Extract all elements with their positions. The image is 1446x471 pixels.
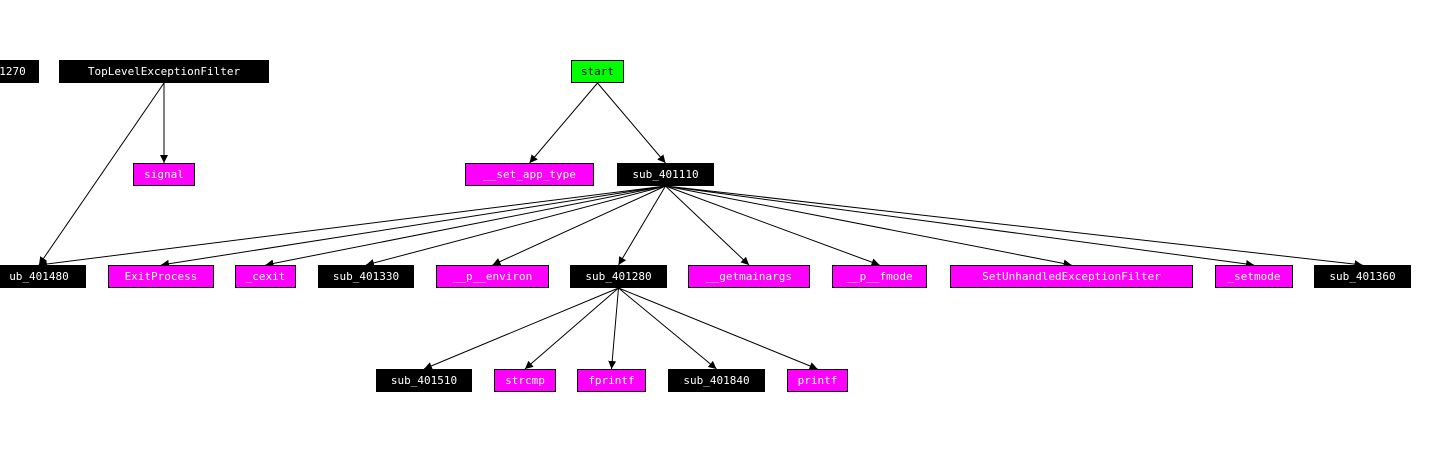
graph-node-getmainargs[interactable]: __getmainargs [688,265,810,288]
edge-sub-401110-to-getmainargs [665,185,750,266]
graph-node-p-fmode[interactable]: __p__fmode [832,265,927,288]
graph-node-sub-401480[interactable]: ub_401480 [0,265,86,288]
graph-node-fprintf[interactable]: fprintf [577,369,646,392]
edge-sub-401280-to-strcmp [524,287,619,370]
graph-node-signal[interactable]: signal [133,163,195,186]
graph-node-toplevelexceptionfilter[interactable]: TopLevelExceptionFilter [59,60,269,83]
graph-node-set-app-type[interactable]: __set_app_type [465,163,594,186]
graph-node-sub-401510[interactable]: sub_401510 [376,369,472,392]
graph-node-cexit[interactable]: _cexit [235,265,296,288]
graph-node-sub-401840[interactable]: sub_401840 [668,369,765,392]
edge-sub-401110-to-p-environ [492,185,666,266]
graph-node-printf[interactable]: printf [787,369,848,392]
graph-node-setmode[interactable]: _setmode [1215,265,1293,288]
edge-toplevelexceptionfilter-to-sub-401480 [38,82,165,266]
edge-sub-401110-to-p-fmode [665,185,880,266]
graph-node-strcmp[interactable]: strcmp [494,369,556,392]
graph-node-exitprocess[interactable]: ExitProcess [108,265,214,288]
edge-sub-401280-to-sub-401510 [423,287,619,370]
graph-node-p-environ[interactable]: __p__environ [436,265,549,288]
graph-node-setunhandledexceptionfilter[interactable]: SetUnhandledExceptionFilter [950,265,1193,288]
edge-sub-401280-to-sub-401840 [618,287,717,370]
graph-node-sub-401110[interactable]: sub_401110 [617,163,714,186]
graph-node-sub-401280[interactable]: sub_401280 [570,265,667,288]
graph-node-sub-401270[interactable]: 1270 [0,60,39,83]
graph-node-sub-401360[interactable]: sub_401360 [1314,265,1411,288]
edge-sub-401110-to-cexit [265,185,666,268]
edge-start-to-sub-401110 [597,82,666,164]
edge-sub-401110-to-sub-401330 [365,185,666,267]
edge-sub-401110-to-sub-401280 [618,185,666,266]
edge-sub-401110-to-setmode [665,185,1255,268]
edge-start-to-set-app-type [529,82,598,164]
graph-node-start[interactable]: start [571,60,624,83]
edge-sub-401280-to-printf [618,287,818,370]
edge-sub-401110-to-setunhandledexceptionfilter [665,185,1072,268]
graph-node-sub-401330[interactable]: sub_401330 [318,265,414,288]
edge-sub-401280-to-fprintf [608,287,619,370]
edge-sub-401110-to-sub-401480 [38,185,666,268]
edge-sub-401110-to-exitprocess [160,185,666,268]
edge-sub-401110-to-sub-401360 [665,185,1363,269]
